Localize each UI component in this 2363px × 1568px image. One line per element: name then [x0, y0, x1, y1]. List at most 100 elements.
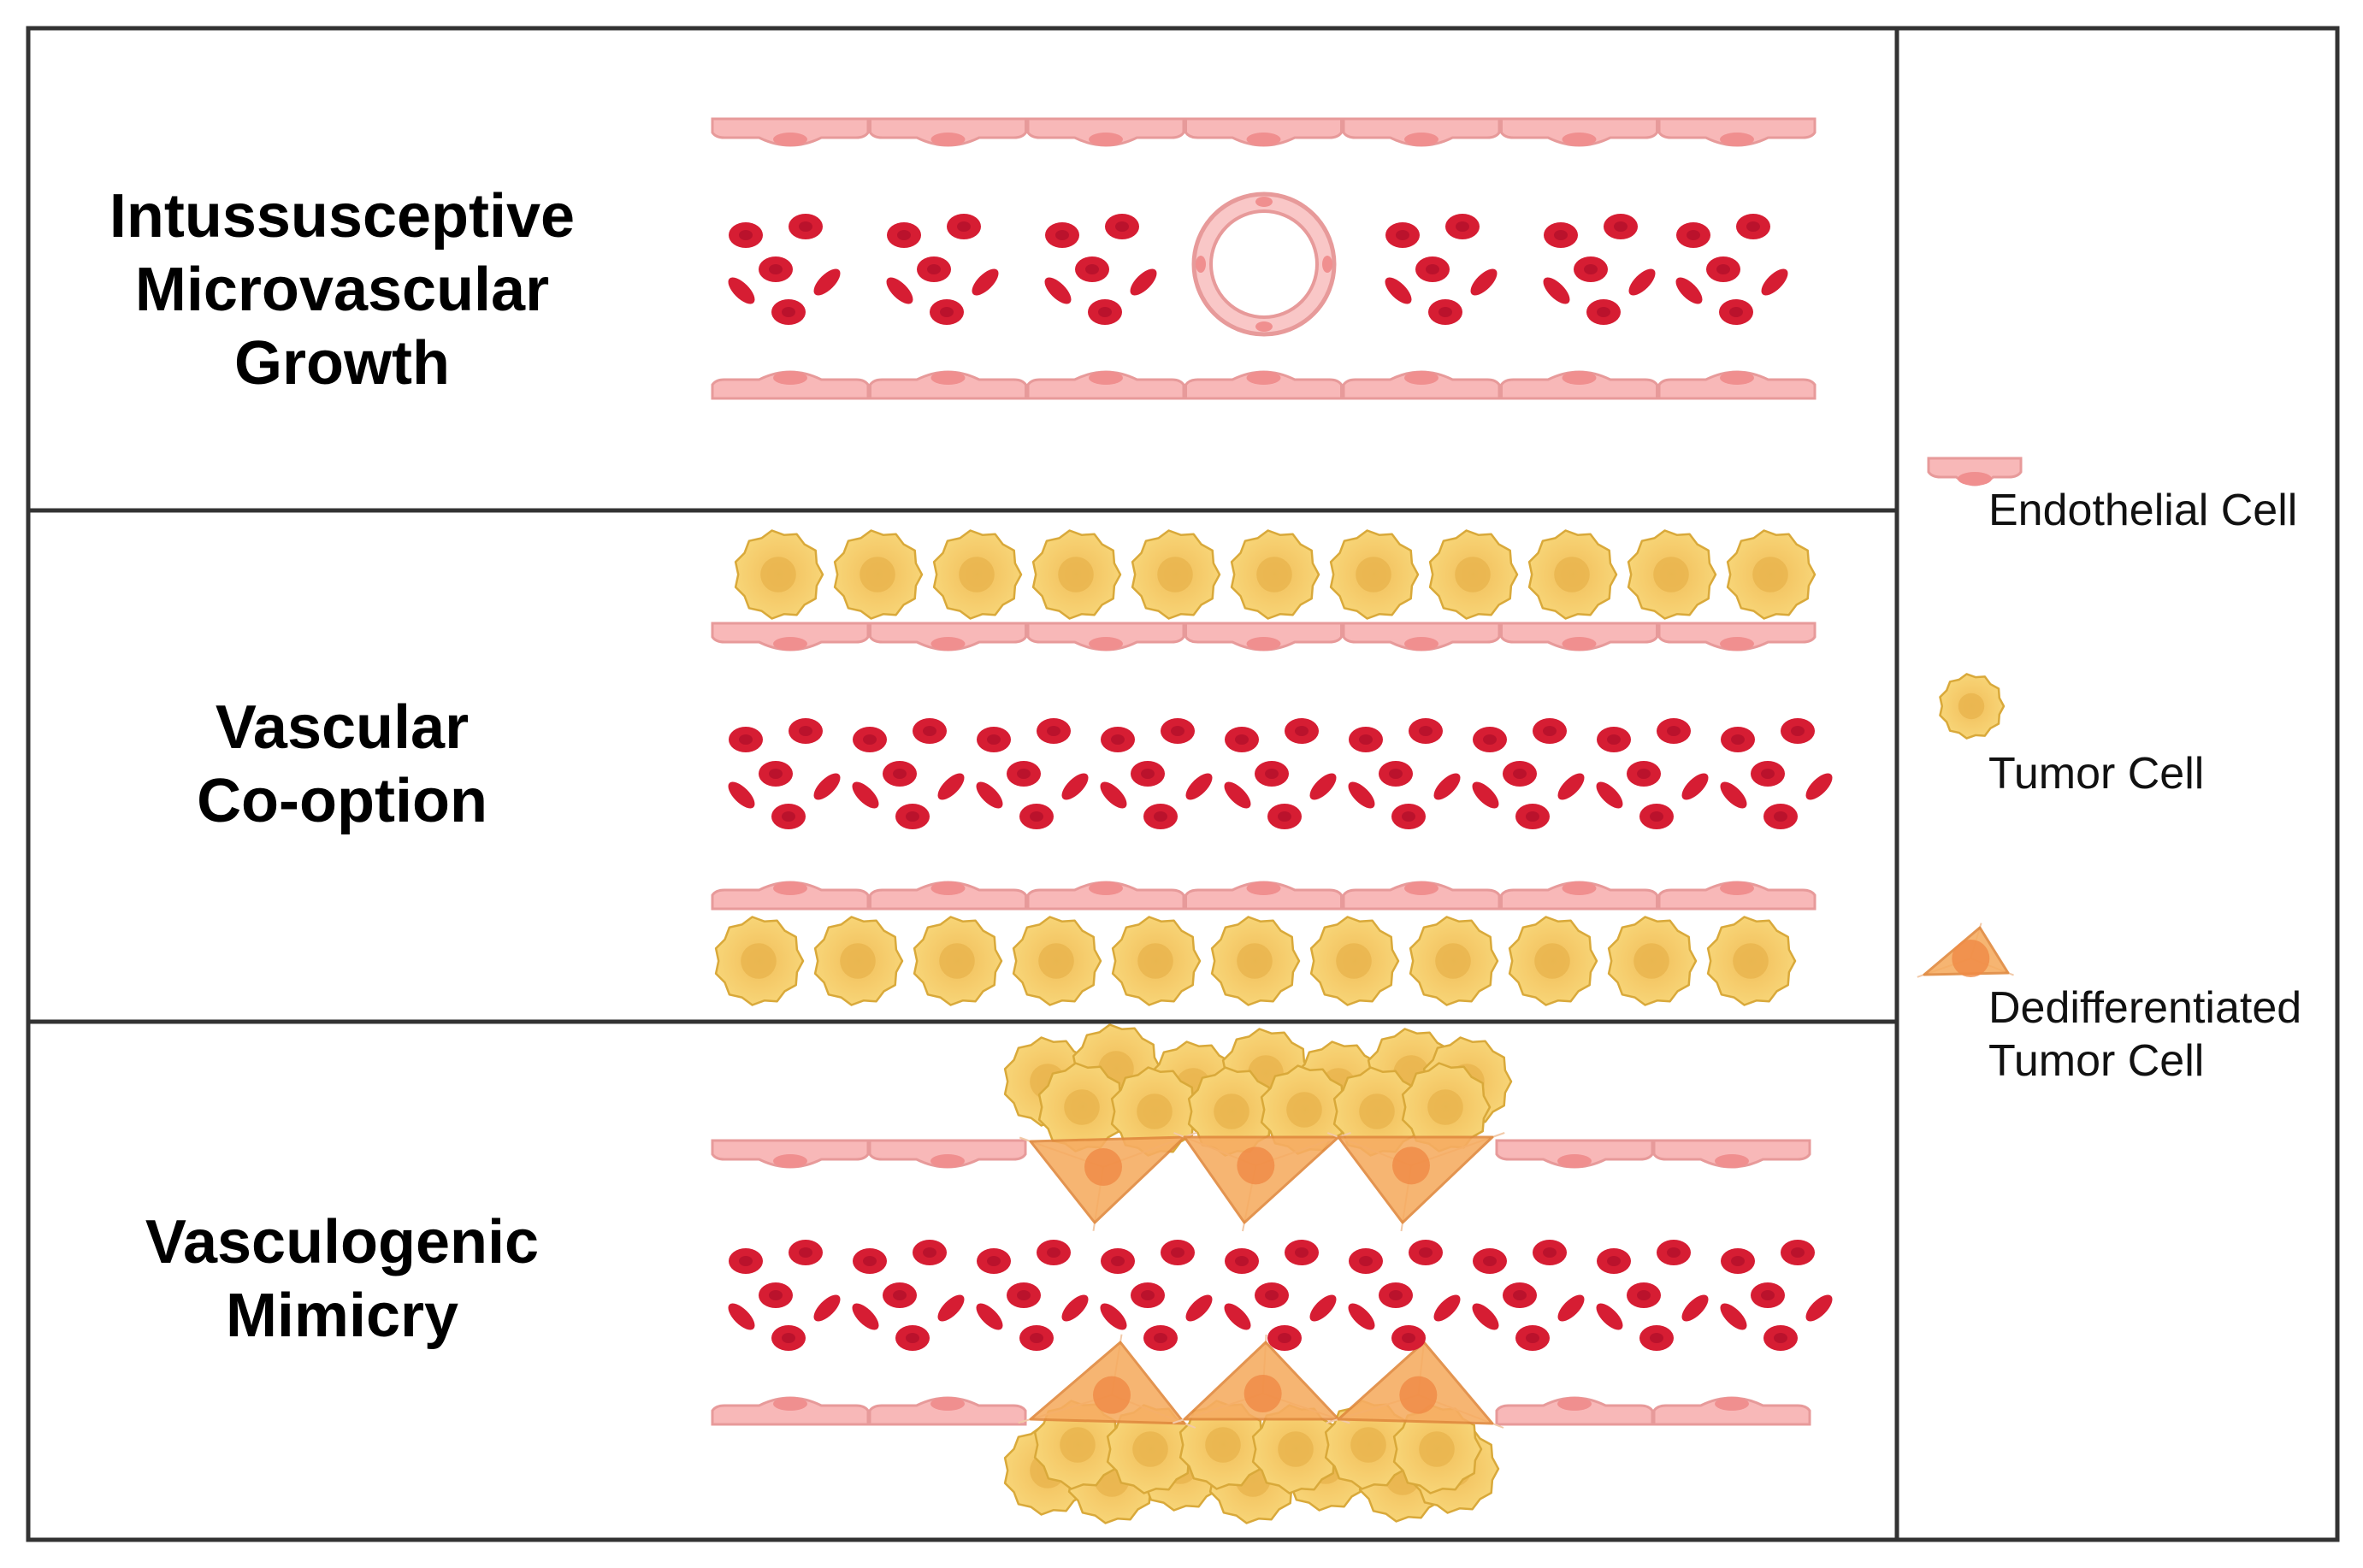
red-blood-cell	[1719, 299, 1753, 325]
red-blood-cell	[729, 727, 763, 752]
red-blood-cell	[1007, 1282, 1041, 1308]
red-blood-cell	[886, 277, 913, 304]
tumor-cell	[1037, 1062, 1128, 1152]
tumor-cell	[1527, 529, 1618, 620]
endothelial-cell	[711, 1396, 870, 1426]
endothelial-cell	[1495, 1139, 1654, 1169]
red-blood-cell	[852, 1303, 879, 1330]
red-blood-cell	[1533, 718, 1567, 744]
red-blood-cell	[976, 781, 1003, 809]
endothelial-cell	[1500, 622, 1658, 651]
red-blood-cell	[1604, 214, 1638, 239]
red-blood-cell	[1761, 268, 1788, 296]
red-blood-cell	[913, 1240, 947, 1265]
red-blood-cell	[1044, 277, 1072, 304]
tumor-cell	[1706, 916, 1797, 1006]
red-blood-cell	[1675, 277, 1703, 304]
red-blood-cell	[1224, 781, 1251, 809]
tumor-cell	[932, 529, 1023, 620]
red-blood-cell	[1515, 804, 1550, 829]
red-blood-cell	[1225, 1248, 1259, 1274]
red-blood-cell	[1161, 718, 1195, 744]
red-blood-cell	[1470, 268, 1498, 296]
tumor-cell	[1012, 916, 1102, 1006]
red-blood-cell	[1763, 804, 1798, 829]
red-blood-cell	[1349, 1248, 1383, 1274]
red-blood-cell	[1101, 727, 1135, 752]
red-blood-cell	[1061, 1294, 1089, 1322]
red-blood-cell	[1225, 727, 1259, 752]
red-blood-cell	[813, 268, 841, 296]
tumor-cell	[1106, 1404, 1196, 1494]
red-blood-cell	[1586, 299, 1621, 325]
red-blood-cell	[1736, 214, 1770, 239]
tumor-cell	[714, 916, 805, 1006]
red-blood-cell	[1131, 761, 1165, 787]
panel-label-mimicry: Vasculogenic Mimicry	[145, 1208, 540, 1350]
red-blood-cell	[1267, 1325, 1302, 1351]
tumor-cell	[1210, 916, 1301, 1006]
red-blood-cell	[1557, 773, 1585, 800]
red-blood-cell	[895, 1325, 930, 1351]
tumor-cell-layer	[714, 529, 1817, 1524]
endothelial-cell	[869, 117, 1027, 147]
red-blood-cell	[1075, 256, 1109, 282]
red-blood-cell	[1639, 804, 1674, 829]
endothelial-cell	[1657, 881, 1817, 911]
endothelial-cell	[1184, 622, 1343, 651]
endothelial-cell	[1184, 881, 1343, 911]
red-blood-cell	[813, 1294, 841, 1322]
endothelial-cell	[869, 622, 1027, 651]
tumor-cell	[1329, 529, 1420, 620]
tumor-cell	[1428, 529, 1519, 620]
red-blood-cell	[1161, 1240, 1195, 1265]
red-blood-cell	[1409, 718, 1443, 744]
tumor-cell	[1627, 529, 1717, 620]
red-blood-cell	[883, 761, 917, 787]
endothelial-cell	[1342, 117, 1501, 147]
red-blood-cell	[1596, 1303, 1623, 1330]
red-blood-cell	[1100, 1303, 1127, 1330]
red-blood-cell	[977, 727, 1011, 752]
red-blood-cell	[1805, 1294, 1833, 1322]
red-blood-cell	[1472, 781, 1499, 809]
red-blood-cell	[1348, 1303, 1375, 1330]
red-blood-cell	[1639, 1325, 1674, 1351]
tumor-cell	[1401, 1062, 1492, 1152]
red-blood-cell	[1628, 268, 1656, 296]
endothelial-cell	[1342, 622, 1501, 651]
red-blood-cell	[1019, 1325, 1054, 1351]
red-blood-cell	[1255, 1282, 1289, 1308]
red-blood-cell	[1597, 1248, 1631, 1274]
red-blood-cell	[976, 1303, 1003, 1330]
endothelial-cell	[1657, 370, 1817, 400]
endothelial-cell	[1184, 117, 1343, 147]
red-blood-cell	[1061, 773, 1089, 800]
tumor-cell	[913, 916, 1003, 1006]
endothelial-cell	[1657, 117, 1817, 147]
red-blood-cell	[1706, 256, 1740, 282]
red-blood-cell	[937, 773, 965, 800]
red-blood-cell	[1285, 1240, 1319, 1265]
red-blood-cell	[1428, 299, 1462, 325]
endothelial-cell	[1500, 117, 1658, 147]
red-blood-cell	[883, 1282, 917, 1308]
red-blood-cell-layer	[728, 214, 1833, 1351]
red-blood-cell	[1720, 781, 1747, 809]
dedifferentiated-tumor-cell	[1917, 923, 2014, 978]
legend-label-endothelial: Endothelial Cell	[1988, 486, 2298, 535]
red-blood-cell	[1131, 1282, 1165, 1308]
red-blood-cell	[1391, 1325, 1426, 1351]
endothelial-cell	[1500, 881, 1658, 911]
red-blood-cell	[852, 781, 879, 809]
red-blood-cell	[1391, 804, 1426, 829]
tumor-cell	[1033, 1400, 1124, 1490]
panel-label-intussusceptive: Intussusceptive Microvascular Growth	[109, 182, 576, 398]
red-blood-cell	[1515, 1325, 1550, 1351]
red-blood-cell	[1379, 1282, 1413, 1308]
tumor-cell	[1111, 916, 1202, 1006]
endothelial-cell	[1026, 370, 1185, 400]
red-blood-cell	[972, 268, 999, 296]
red-blood-cell	[1348, 781, 1375, 809]
